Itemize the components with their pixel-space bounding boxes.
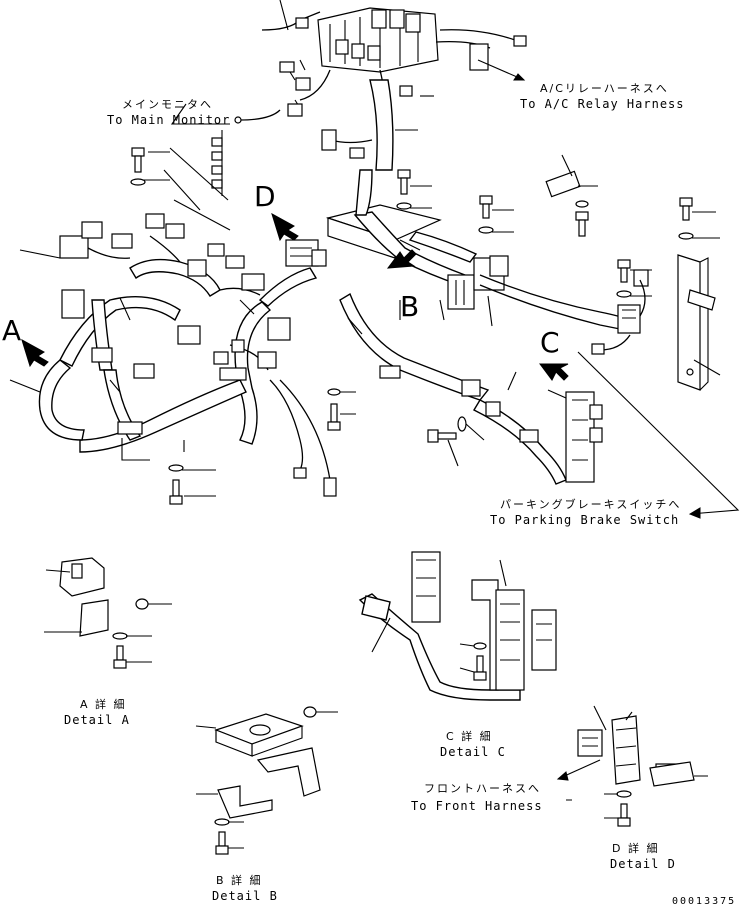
labels: メインモニタへ To Main Monitor A/Cリレーハーネスへ To A… — [2, 82, 736, 907]
bolt-monitor — [130, 147, 146, 186]
ac-relay-en: To A/C Relay Harness — [520, 97, 685, 111]
view-arrows — [21, 212, 569, 381]
leader-lines — [9, 59, 740, 781]
relay-box — [234, 0, 527, 171]
bolt-lower-center — [327, 388, 341, 431]
view-letter-a: A — [2, 314, 21, 347]
bolt-lower-left — [168, 464, 184, 505]
detail-a-en: Detail A — [64, 713, 130, 727]
detail-a-drawing — [44, 557, 172, 669]
lower-harness — [339, 292, 603, 485]
parking-brake-jp: パーキングブレーキスイッチへ — [500, 497, 681, 511]
front-harness-en: To Front Harness — [411, 799, 543, 813]
detail-d-drawing — [566, 705, 708, 827]
front-harness-jp: フロントハーネスへ — [424, 782, 541, 795]
bolt-topright — [575, 200, 589, 237]
bolt-b — [478, 195, 494, 234]
detail-b-drawing — [195, 706, 338, 855]
detail-c-drawing — [358, 551, 557, 701]
detail-d-jp: D 詳 細 — [612, 841, 659, 855]
bolts — [130, 147, 694, 505]
right-harness — [408, 154, 721, 391]
detail-b-jp: B 詳 細 — [216, 873, 263, 887]
view-letter-b: B — [400, 290, 419, 323]
detail-a-jp: A 詳 細 — [80, 697, 127, 711]
parking-brake-en: To Parking Brake Switch — [490, 513, 679, 527]
bolt-plate — [678, 197, 694, 240]
detail-b-en: Detail B — [212, 889, 278, 903]
main-harness — [38, 130, 337, 497]
ac-relay-jp: A/Cリレーハーネスへ — [540, 82, 669, 95]
detail-c-jp: C 詳 細 — [446, 729, 493, 743]
view-letter-d: D — [254, 180, 276, 213]
drawing-number: 00013375 — [672, 896, 736, 907]
main-monitor-en: To Main Monitor — [107, 113, 230, 127]
detail-c-en: Detail C — [440, 745, 506, 759]
center-bracket — [258, 169, 466, 307]
view-letter-c: C — [540, 326, 560, 359]
detail-d-en: Detail D — [610, 857, 676, 871]
bolt-horizontal — [427, 416, 467, 443]
bolt-center — [396, 169, 412, 210]
bolt-right — [616, 259, 632, 298]
main-monitor-jp: メインモニタへ — [122, 98, 213, 111]
